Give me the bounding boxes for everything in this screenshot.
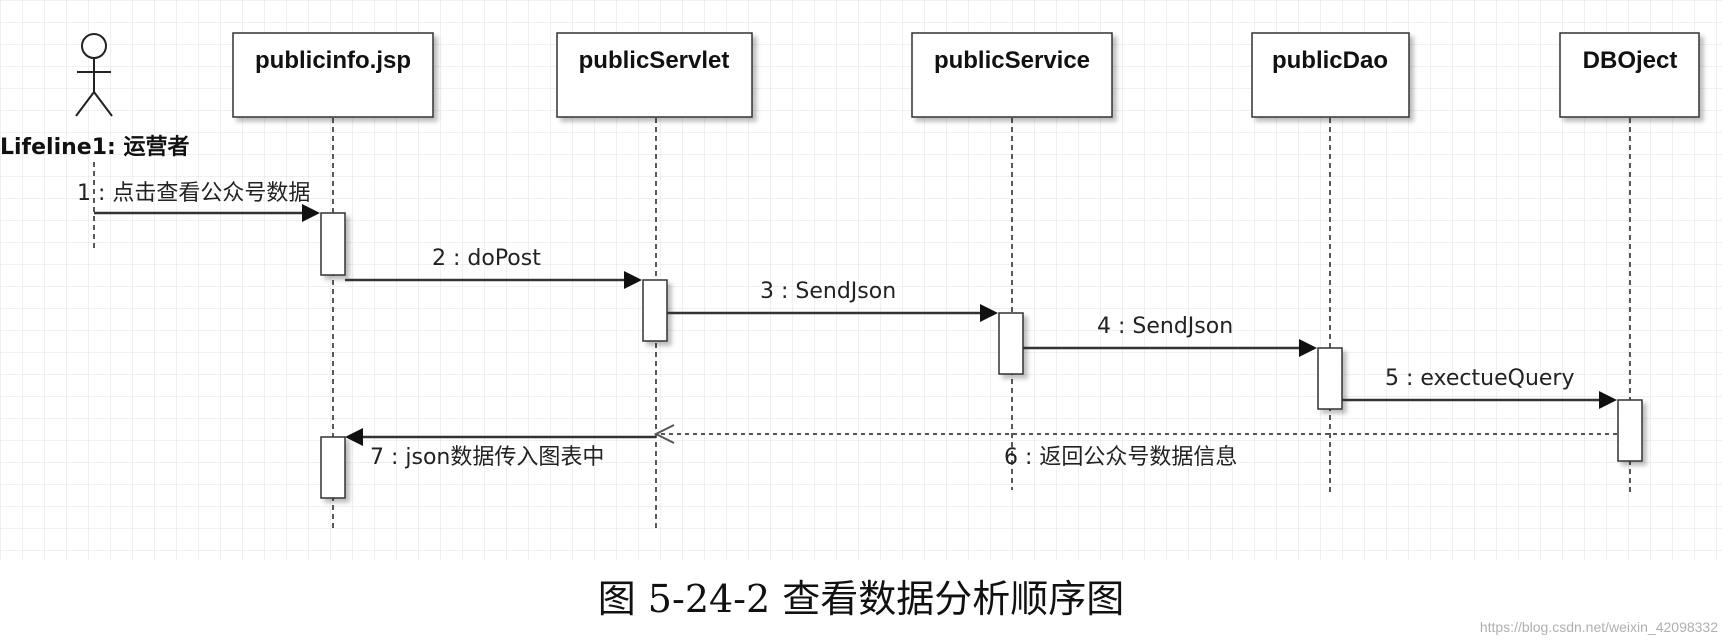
watermark-text: https://blog.csdn.net/weixin_42098332	[1480, 619, 1718, 635]
object-public-dao: publicDao	[1251, 32, 1410, 118]
message-label: 2 : doPost	[432, 246, 541, 271]
object-dboject: DBOject	[1559, 32, 1700, 118]
object-publicinfo-jsp: publicinfo.jsp	[232, 32, 434, 118]
message-5: 5 : exectueQuery	[1342, 366, 1617, 409]
activation-jsp-1	[320, 212, 346, 276]
arrowhead	[624, 271, 642, 289]
activation-db	[1617, 399, 1643, 462]
arrowhead	[345, 428, 363, 446]
object-box	[911, 32, 1113, 118]
object-box	[1251, 32, 1410, 118]
arrowhead	[1299, 339, 1317, 357]
actor-head	[81, 33, 107, 59]
open-arrowhead	[653, 424, 675, 444]
message-label: 5 : exectueQuery	[1385, 366, 1574, 391]
activation-dao	[1317, 347, 1343, 410]
arrowhead	[302, 204, 320, 222]
message-label: 6 : 返回公众号数据信息	[1004, 445, 1237, 470]
message-3: 3 : SendJson	[667, 279, 998, 322]
arrowhead	[1599, 391, 1617, 409]
object-box	[232, 32, 434, 118]
object-public-service: publicService	[911, 32, 1113, 118]
message-label: 7 : json数据传入图表中	[370, 445, 604, 470]
message-2: 2 : doPost	[345, 246, 642, 289]
message-label: 3 : SendJson	[760, 279, 896, 304]
object-label: publicinfo.jsp	[255, 47, 411, 74]
activation-jsp-2	[320, 436, 346, 499]
activation-service	[998, 312, 1024, 375]
actor-label: Lifeline1: 运营者	[0, 135, 189, 160]
message-4: 4 : SendJson	[1023, 314, 1317, 357]
object-label: publicServlet	[579, 47, 730, 74]
message-label: 1 : 点击查看公众号数据	[77, 181, 310, 206]
arrowhead	[980, 304, 998, 322]
object-label: DBOject	[1583, 47, 1678, 74]
actor-operator: Lifeline1: 运营者	[0, 33, 189, 248]
object-label: publicService	[934, 47, 1090, 74]
message-7: 7 : json数据传入图表中	[345, 428, 656, 470]
object-box	[556, 32, 753, 118]
message-1: 1 : 点击查看公众号数据	[77, 181, 320, 222]
message-label: 4 : SendJson	[1097, 314, 1233, 339]
object-box	[1559, 32, 1700, 118]
activation-bars	[320, 212, 1643, 499]
object-label: publicDao	[1272, 47, 1388, 74]
figure-caption: 图 5-24-2 查看数据分析顺序图	[598, 577, 1125, 621]
activation-servlet	[642, 279, 668, 342]
object-public-servlet: publicServlet	[556, 32, 753, 118]
message-6-return: 6 : 返回公众号数据信息	[653, 424, 1617, 470]
